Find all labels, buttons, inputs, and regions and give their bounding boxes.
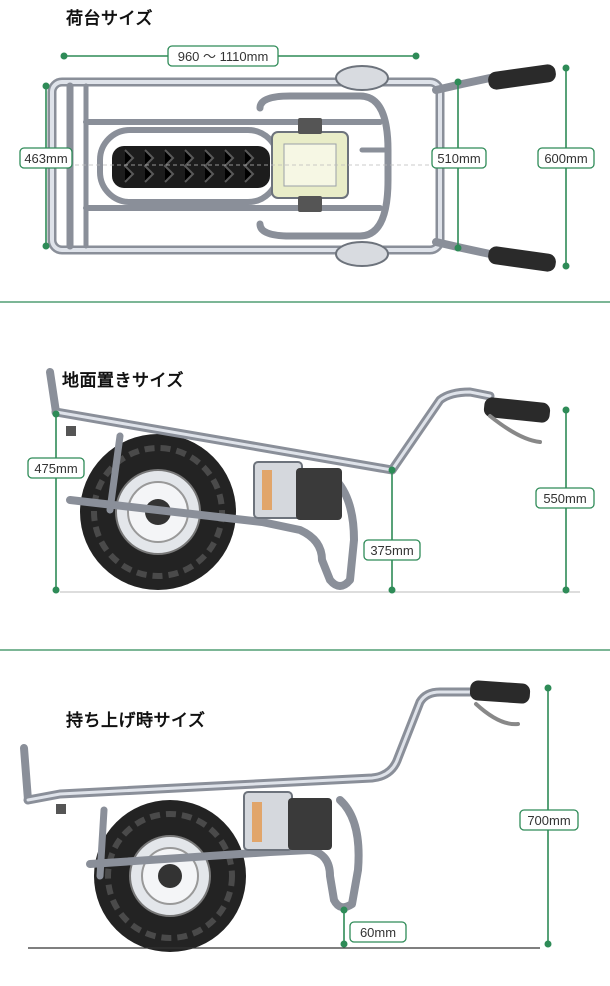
bed-front-height-label: 375mm	[370, 543, 413, 558]
handle-grip-top	[488, 64, 556, 90]
bed-width-mid-label: 510mm	[437, 151, 480, 166]
bed-width-inner-label: 463mm	[24, 151, 67, 166]
bed-length-label: 960 ～ 1110mm	[178, 49, 269, 64]
rear-height-label: 475mm	[34, 461, 77, 476]
bed-size-title: 荷台サイズ	[66, 9, 153, 29]
lifted-side-view	[20, 680, 540, 952]
ground-dimensions: 475mm 550mm 375mm	[27, 406, 595, 594]
clearance-label: 60mm	[360, 925, 396, 940]
handle-grip-bottom	[488, 246, 556, 272]
lifted-size-title: 持ち上げ時サイズ	[66, 711, 206, 731]
front-wheel-top	[335, 65, 389, 91]
handle-grip	[483, 397, 551, 423]
lifted-handle-height-label: 700mm	[527, 813, 570, 828]
bed-width-outer-label: 600mm	[544, 151, 587, 166]
bed-dimensions: 960 ～ 1110mm 463mm 510mm 600mm	[19, 45, 595, 270]
ground-side-view	[46, 368, 580, 593]
lifted-dimensions: 700mm 60mm	[340, 684, 579, 948]
ground-handle-height-label: 550mm	[543, 491, 586, 506]
handle-grip-lifted	[469, 680, 531, 704]
ground-size-title: 地面置きサイズ	[62, 371, 184, 391]
front-wheel-bottom	[335, 241, 389, 267]
bed-top-view	[40, 64, 556, 272]
